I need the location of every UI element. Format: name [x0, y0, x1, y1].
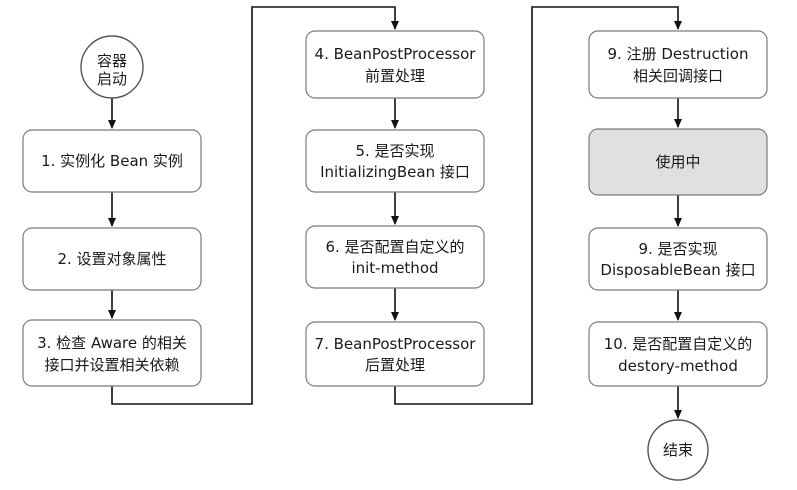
node-4-line-1: 4. BeanPostProcessor — [315, 45, 477, 63]
edges — [108, 6, 682, 419]
node-3-line-2: 接口并设置相关依赖 — [44, 356, 179, 374]
node-end-line-1: 结束 — [663, 441, 693, 459]
node-9a-line-2: 相关回调接口 — [633, 67, 723, 85]
node-end: 结束 — [647, 419, 709, 481]
node-start-line-1: 容器 — [97, 52, 127, 70]
node-5-initializing-bean: 5. 是否实现 InitializingBean 接口 — [305, 129, 485, 193]
node-5-line-1: 5. 是否实现 — [355, 142, 434, 160]
node-10-destroy-method: 10. 是否配置自定义的 destory-method — [588, 321, 768, 387]
node-9b-line-2: DisposableBean 接口 — [600, 261, 755, 279]
node-9-register-destruction: 9. 注册 Destruction 相关回调接口 — [588, 30, 768, 99]
node-1-line-1: 1. 实例化 Bean 实例 — [41, 152, 183, 170]
node-4-before-processor: 4. BeanPostProcessor 前置处理 — [305, 30, 485, 99]
node-7-line-2: 后置处理 — [365, 356, 425, 374]
node-7-line-1: 7. BeanPostProcessor — [315, 335, 477, 353]
node-4-line-2: 前置处理 — [365, 67, 425, 85]
node-7-after-processor: 7. BeanPostProcessor 后置处理 — [305, 321, 485, 387]
node-3-line-1: 3. 检查 Aware 的相关 — [37, 334, 187, 352]
node-in-use-line-1: 使用中 — [655, 153, 700, 171]
node-3-aware: 3. 检查 Aware 的相关 接口并设置相关依赖 — [22, 319, 202, 387]
edge-7-to-9a — [394, 6, 682, 405]
node-10-line-2: destory-method — [618, 357, 738, 375]
node-6-init-method: 6. 是否配置自定义的 init-method — [305, 225, 485, 289]
node-5-line-2: InitializingBean 接口 — [320, 163, 470, 181]
node-2-line-1: 2. 设置对象属性 — [57, 250, 166, 268]
node-10-line-1: 10. 是否配置自定义的 — [604, 335, 753, 353]
node-9a-line-1: 9. 注册 Destruction — [608, 45, 749, 63]
node-6-line-1: 6. 是否配置自定义的 — [325, 238, 464, 256]
node-start: 容器 启动 — [80, 35, 144, 99]
node-start-line-2: 启动 — [97, 70, 127, 88]
node-6-line-2: init-method — [351, 259, 438, 277]
node-in-use: 使用中 — [588, 128, 768, 196]
node-2-set-properties: 2. 设置对象属性 — [22, 227, 202, 291]
node-1-instantiate: 1. 实例化 Bean 实例 — [22, 129, 202, 193]
node-9b-line-1: 9. 是否实现 — [638, 240, 717, 258]
node-9-disposable-bean: 9. 是否实现 DisposableBean 接口 — [588, 227, 768, 291]
edge-3-to-4 — [111, 6, 399, 405]
